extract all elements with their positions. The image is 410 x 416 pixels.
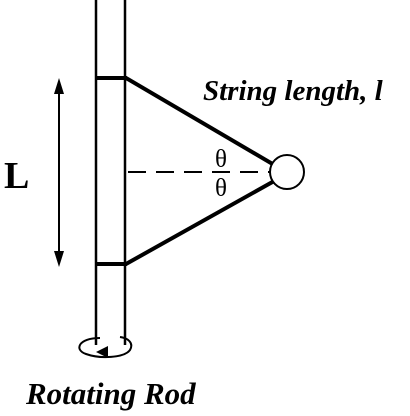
rotation-arc-front xyxy=(78,336,133,359)
rotation-arrow-head xyxy=(96,346,108,358)
rotating-rod xyxy=(94,0,127,345)
theta-upper-label: θ xyxy=(215,146,227,173)
length-L-arrow xyxy=(54,78,64,267)
length-arrow-head-up xyxy=(54,78,64,94)
upper-string xyxy=(124,76,278,168)
mass-ball xyxy=(269,154,305,190)
rotation-arrow-icon xyxy=(78,336,133,359)
string-length-label: String length, l xyxy=(203,75,384,107)
theta-lower-label: θ xyxy=(215,175,227,202)
rotating-rod-label: Rotating Rod xyxy=(25,376,196,411)
length-arrow-head-down xyxy=(54,251,64,267)
lower-string xyxy=(125,178,277,266)
length-L-label: L xyxy=(4,155,29,197)
